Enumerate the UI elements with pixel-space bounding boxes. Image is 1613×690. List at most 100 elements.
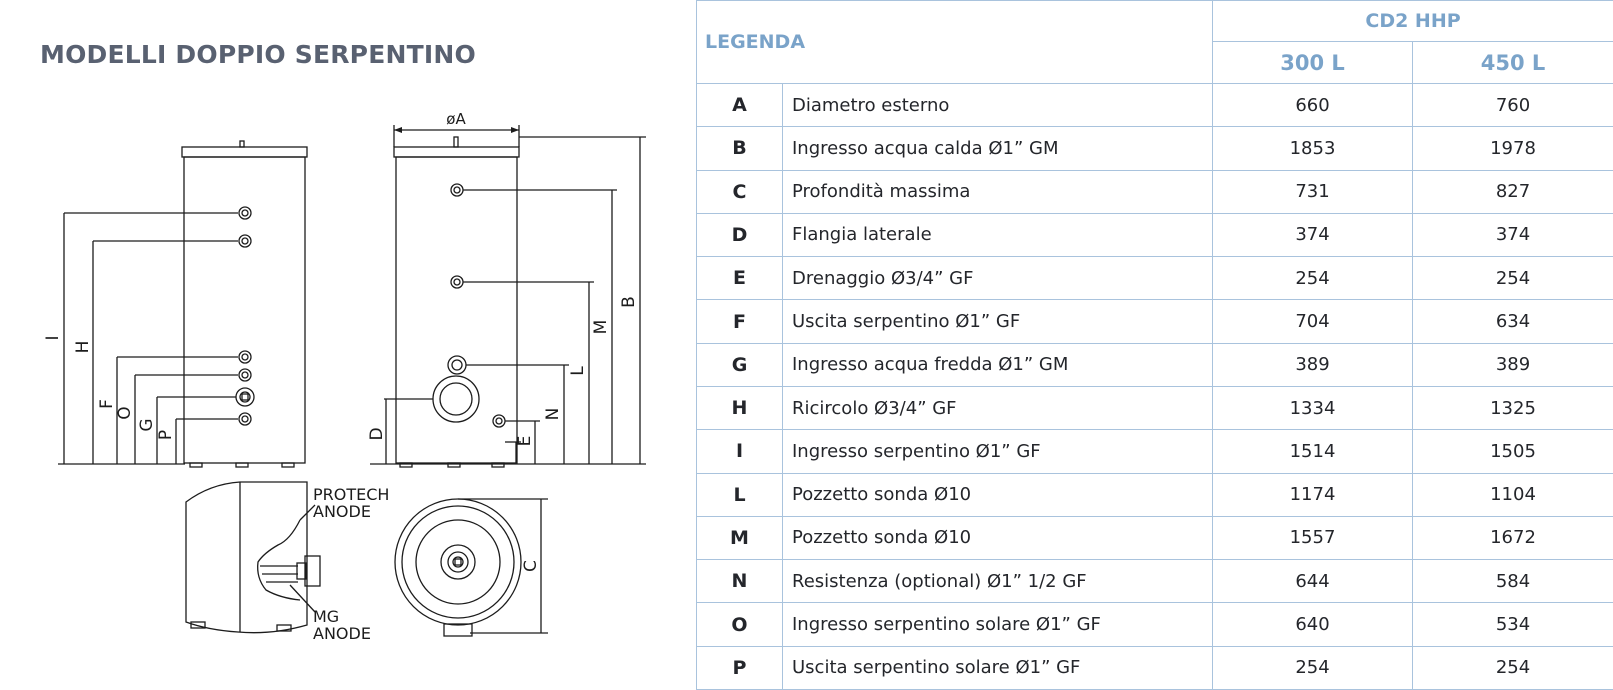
row-value-300: 254 (1212, 645, 1414, 690)
page-title: MODELLI DOPPIO SERPENTINO (40, 40, 476, 69)
row-code: C (696, 169, 783, 214)
dim-label-m: M (591, 320, 611, 335)
row-code: F (696, 299, 783, 344)
row-value-300: 731 (1212, 169, 1414, 214)
row-code: L (696, 472, 783, 517)
row-value-450: 827 (1412, 169, 1613, 214)
bottom-view (394, 498, 548, 637)
row-value-450: 1672 (1412, 515, 1613, 561)
row-value-300: 374 (1212, 212, 1414, 258)
row-description: Profondità massima (781, 169, 1214, 214)
row-code: H (696, 385, 783, 431)
row-value-450: 1104 (1412, 472, 1613, 517)
row-value-450: 1978 (1412, 126, 1613, 171)
row-value-300: 660 (1212, 82, 1414, 128)
legend-header: LEGENDA (695, 0, 1214, 84)
mg-anode-label-2: ANODE (313, 624, 371, 643)
row-description: Flangia laterale (781, 212, 1214, 258)
row-value-300: 1557 (1212, 515, 1414, 561)
size-header-300: 300 L (1212, 41, 1414, 84)
row-code: N (696, 559, 783, 604)
row-description: Ingresso serpentino solare Ø1” GF (781, 602, 1214, 647)
row-code: D (696, 212, 783, 258)
row-value-300: 704 (1212, 299, 1414, 344)
row-description: Uscita serpentino Ø1” GF (781, 299, 1214, 344)
dim-label-i: I (43, 335, 63, 340)
row-value-300: 254 (1212, 256, 1414, 301)
technical-drawing: I H F O G P øA D E N L M B C PROTECH ANO… (43, 110, 646, 643)
row-description: Drenaggio Ø3/4” GF (781, 256, 1214, 301)
side-view-tank (58, 140, 308, 468)
row-value-300: 644 (1212, 559, 1414, 604)
dim-label-g: G (137, 418, 157, 431)
dim-label-f: F (97, 399, 117, 409)
row-description: Ingresso acqua fredda Ø1” GM (781, 342, 1214, 387)
row-value-300: 389 (1212, 342, 1414, 387)
row-description: Ingresso acqua calda Ø1” GM (781, 126, 1214, 171)
protech-anode-label-1: PROTECH (313, 485, 389, 504)
dim-label-o: O (115, 406, 135, 419)
dim-label-b: B (619, 296, 639, 308)
row-value-300: 1853 (1212, 126, 1414, 171)
row-value-450: 254 (1412, 256, 1613, 301)
row-value-450: 584 (1412, 559, 1613, 604)
row-value-300: 1334 (1212, 385, 1414, 431)
row-value-450: 1505 (1412, 429, 1613, 474)
dim-label-l: L (568, 366, 588, 376)
row-description: Uscita serpentino solare Ø1” GF (781, 645, 1214, 690)
row-description: Diametro esterno (781, 82, 1214, 128)
row-code: O (696, 602, 783, 647)
top-view-anode (185, 481, 321, 634)
dim-label-e: E (515, 436, 535, 447)
row-value-300: 1174 (1212, 472, 1414, 517)
row-code: A (696, 82, 783, 128)
row-value-300: 640 (1212, 602, 1414, 647)
row-value-450: 760 (1412, 82, 1613, 128)
dim-label-oa: øA (446, 110, 466, 128)
front-view-tank (370, 125, 646, 468)
dim-label-p: P (156, 430, 176, 440)
row-code: I (696, 429, 783, 474)
row-value-450: 634 (1412, 299, 1613, 344)
row-value-450: 1325 (1412, 385, 1613, 431)
row-description: Ingresso serpentino Ø1” GF (781, 429, 1214, 474)
row-code: E (696, 256, 783, 301)
dim-label-h: H (73, 341, 93, 354)
row-description: Ricircolo Ø3/4” GF (781, 385, 1214, 431)
row-value-450: 389 (1412, 342, 1613, 387)
size-header-450: 450 L (1412, 41, 1613, 84)
row-code: G (696, 342, 783, 387)
model-group-header: CD2 HHP (1212, 0, 1613, 42)
dim-label-c: C (521, 560, 541, 572)
row-value-300: 1514 (1212, 429, 1414, 474)
protech-anode-label-2: ANODE (313, 502, 371, 521)
row-description: Pozzetto sonda Ø10 (781, 472, 1214, 517)
row-value-450: 374 (1412, 212, 1613, 258)
row-code: P (696, 645, 783, 690)
mg-anode-label-1: MG (313, 607, 339, 626)
dim-label-n: N (543, 408, 563, 421)
row-value-450: 534 (1412, 602, 1613, 647)
row-description: Resistenza (optional) Ø1” 1/2 GF (781, 559, 1214, 604)
row-code: B (696, 126, 783, 171)
dim-label-d: D (367, 427, 387, 440)
row-description: Pozzetto sonda Ø10 (781, 515, 1214, 561)
row-code: M (696, 515, 783, 561)
row-value-450: 254 (1412, 645, 1613, 690)
